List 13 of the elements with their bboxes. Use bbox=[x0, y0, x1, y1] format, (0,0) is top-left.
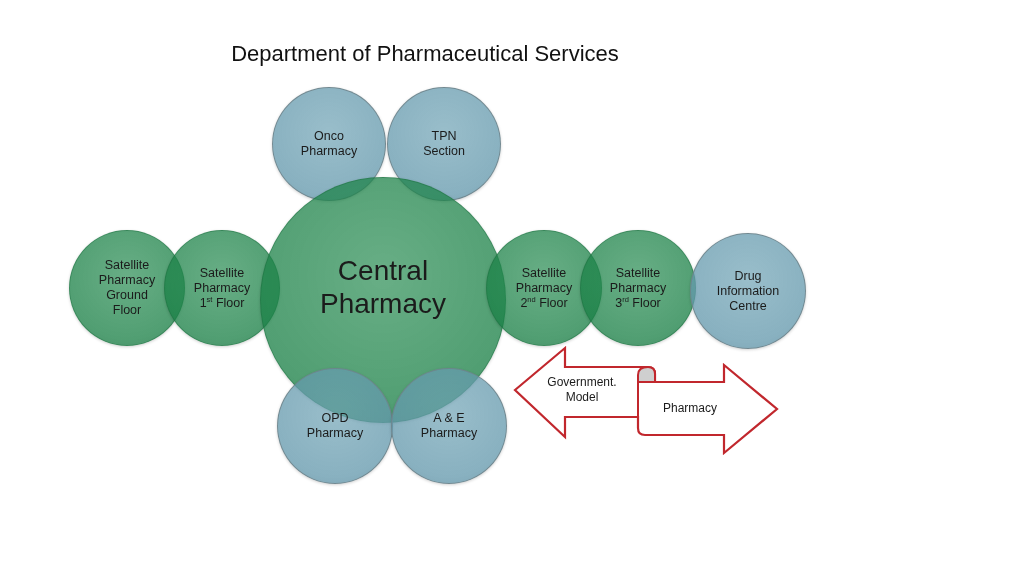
circle-label: TPN Section bbox=[422, 129, 466, 159]
arrow-label: Pharmacy bbox=[662, 401, 718, 416]
diagram-title: Department of Pharmaceutical Services bbox=[230, 40, 620, 67]
circle-label: Satellite Pharmacy 2$^{nd}$ Floor bbox=[514, 265, 574, 311]
circle-label: Drug Information Centre bbox=[715, 268, 781, 314]
circle-label: OPD Pharmacy bbox=[305, 411, 365, 441]
arrow-label: Government. Model bbox=[546, 375, 618, 405]
circle-label: Satellite Pharmacy Ground Floor bbox=[97, 258, 157, 318]
circle-label: Satellite Pharmacy 3$^{rd}$ Floor bbox=[608, 265, 668, 311]
circle-label: Satellite Pharmacy 1$^{st}$ Floor bbox=[192, 265, 252, 311]
circle-label: Onco Pharmacy bbox=[299, 129, 359, 159]
circle-label: A & E Pharmacy bbox=[419, 411, 479, 441]
circle-label: Central Pharmacy bbox=[318, 254, 447, 320]
